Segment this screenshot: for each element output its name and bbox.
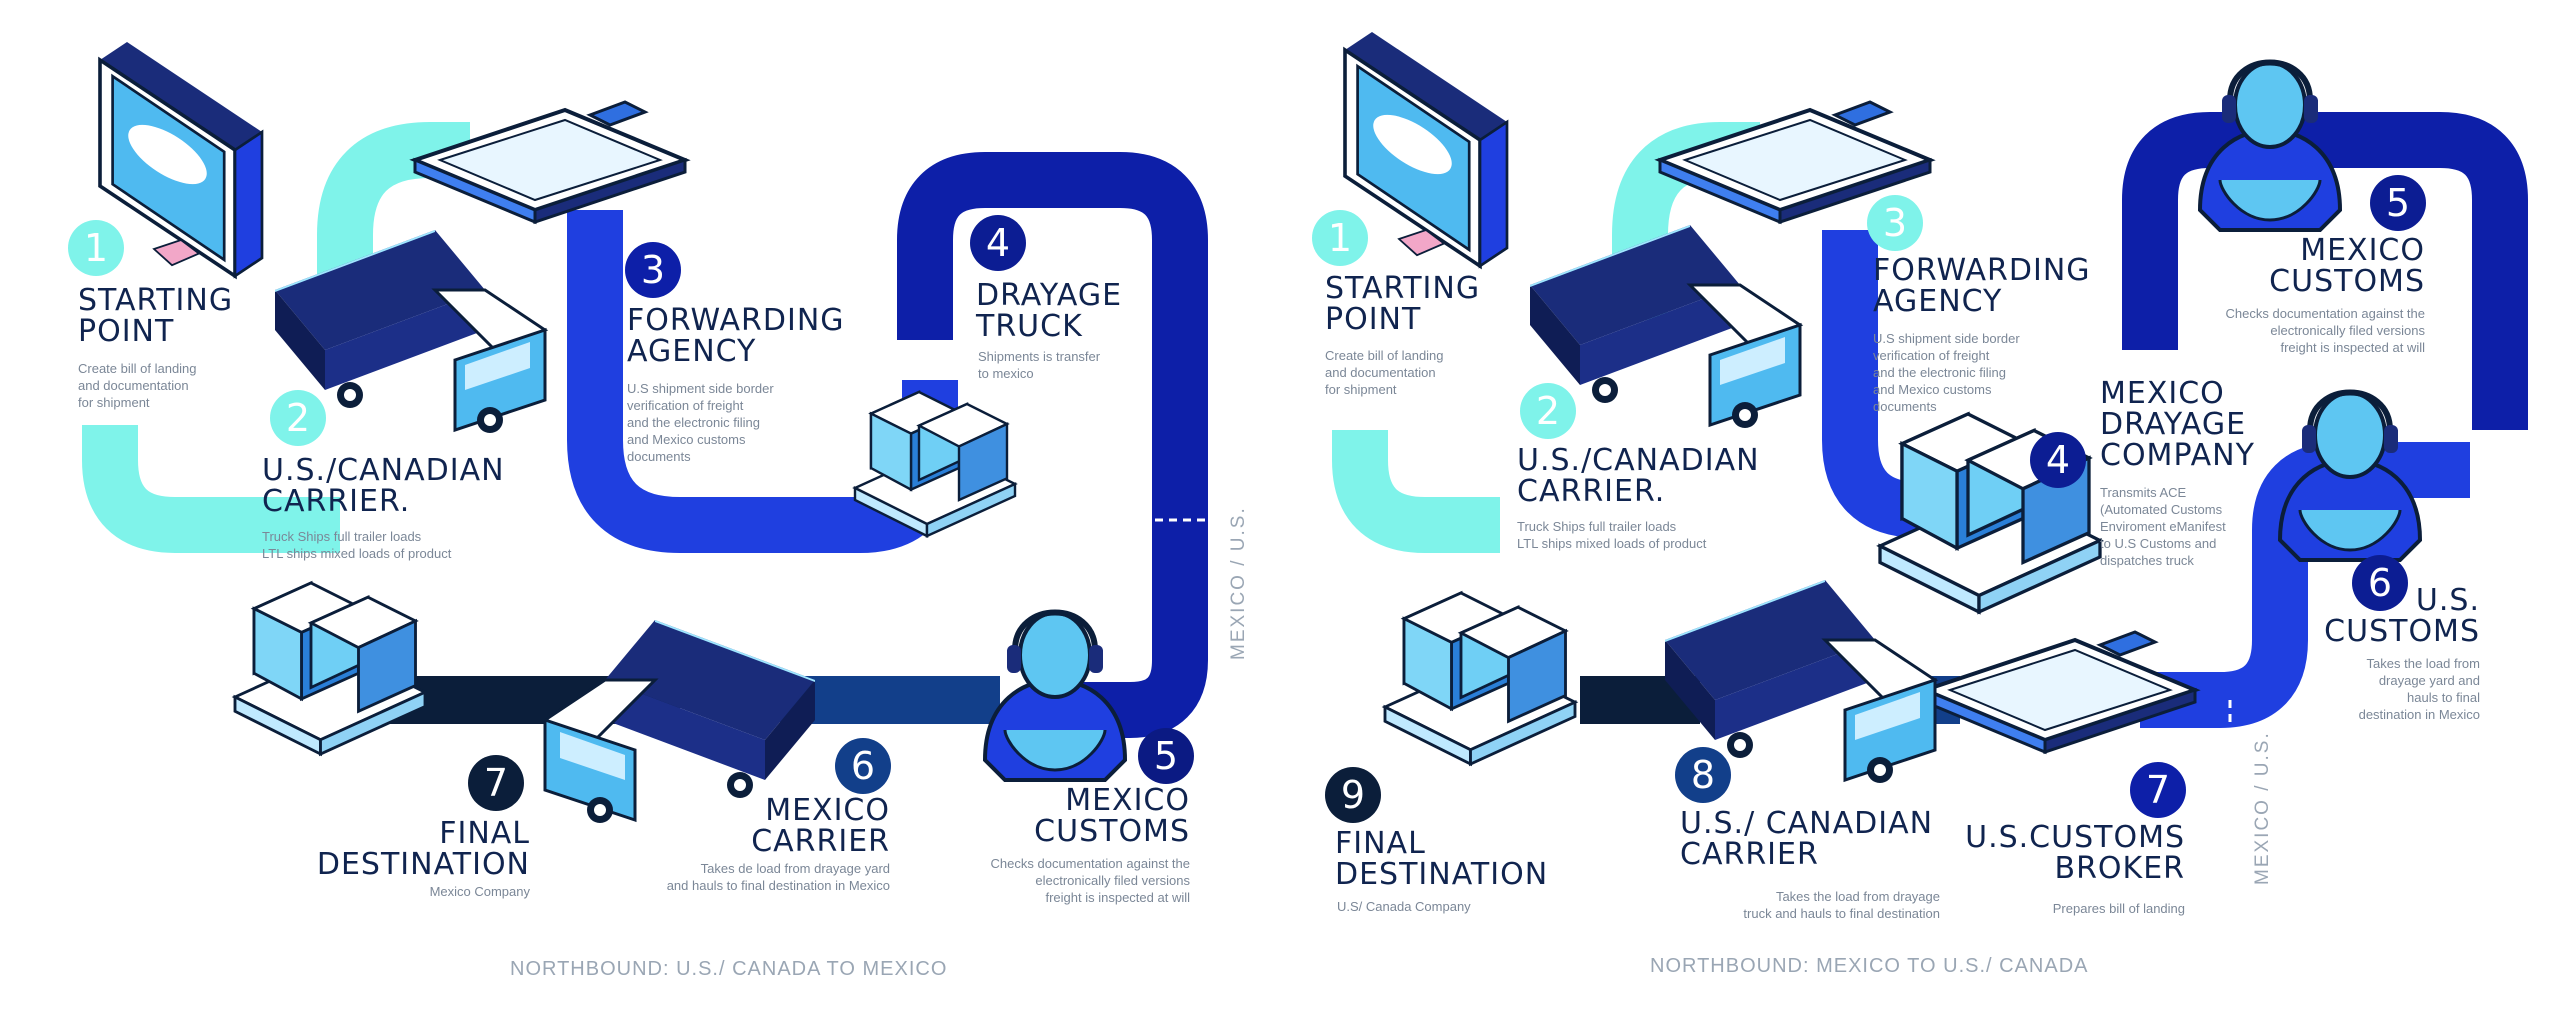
left-caption: NORTHBOUND: U.S./ CANADA TO MEXICO bbox=[510, 958, 948, 980]
left-monitor-icon bbox=[98, 40, 264, 278]
left-step-5-number: 5 bbox=[1138, 728, 1194, 784]
left-step-2-description: Truck Ships full trailer loads LTL ships… bbox=[262, 529, 452, 561]
left-step-6-description: Takes de load from drayage yard and haul… bbox=[666, 861, 890, 893]
right-step-8-description: Takes the load from drayage truck and ha… bbox=[1743, 889, 1940, 921]
left-step-3-number: 3 bbox=[625, 242, 681, 298]
right-step-2-description: Truck Ships full trailer loads LTL ships… bbox=[1517, 519, 1707, 551]
left-clipboard-icon bbox=[413, 100, 687, 224]
right-clipboard-icon-7 bbox=[1923, 630, 2197, 754]
right-step-9-title: FINAL DESTINATION bbox=[1335, 826, 1549, 892]
right-border-label: MEXICO / U.S. bbox=[2252, 731, 2273, 885]
right-caption: NORTHBOUND: MEXICO TO U.S./ CANADA bbox=[1650, 955, 2089, 977]
right-step-4-description: Transmits ACE (Automated Customs Envirom… bbox=[2100, 485, 2226, 568]
right-step-5-number: 5 bbox=[2370, 175, 2426, 231]
left-pallet-icon-7 bbox=[233, 581, 427, 756]
left-step-2-title: U.S./CANADIAN CARRIER. bbox=[262, 453, 505, 519]
left-step-4-description: Shipments is transfer to mexico bbox=[978, 349, 1101, 381]
left-step-6-number: 6 bbox=[835, 738, 891, 794]
right-step-6-description: Takes the load from drayage yard and hau… bbox=[2358, 656, 2480, 722]
left-step-6-title: MEXICO CARRIER bbox=[751, 793, 890, 859]
right-step-6-title: U.S. CUSTOMS bbox=[2324, 583, 2480, 649]
right-step-8-title: U.S./ CANADIAN CARRIER bbox=[1680, 806, 1934, 872]
left-step-7-description: Mexico Company bbox=[429, 884, 530, 899]
right-step-3-description: U.S shipment side border verification of… bbox=[1873, 331, 2020, 414]
left-step-3-title: FORWARDING AGENCY bbox=[627, 303, 845, 369]
right-step-3-number: 3 bbox=[1867, 195, 1923, 251]
right-step-1-title: STARTING POINT bbox=[1325, 271, 1481, 337]
right-step-9-description: U.S/ Canada Company bbox=[1337, 899, 1471, 914]
right-step-4-number: 4 bbox=[2030, 432, 2086, 488]
right-step-2-title: U.S./CANADIAN CARRIER. bbox=[1517, 443, 1760, 509]
left-step-4-number: 4 bbox=[970, 215, 1026, 271]
right-step-8-number: 8 bbox=[1675, 747, 1731, 803]
left-step-1-title: STARTING POINT bbox=[78, 283, 234, 349]
right-step-7-number: 7 bbox=[2130, 762, 2186, 818]
left-step-5-title: MEXICO CUSTOMS bbox=[1034, 783, 1190, 849]
left-step-4-title: DRAYAGE TRUCK bbox=[976, 278, 1123, 344]
right-step-6-number: 6 bbox=[2352, 555, 2408, 611]
left-step-2-number: 2 bbox=[270, 390, 326, 446]
right-step-4-title: MEXICO DRAYAGE COMPANY bbox=[2100, 376, 2255, 473]
left-step-7-title: FINAL DESTINATION bbox=[316, 816, 530, 882]
left-step-1-number: 1 bbox=[68, 220, 124, 276]
left-border-label: MEXICO / U.S. bbox=[1228, 506, 1249, 660]
right-step-2-number: 2 bbox=[1520, 383, 1576, 439]
right-step-5-title: MEXICO CUSTOMS bbox=[2269, 233, 2425, 299]
left-step-3-description: U.S shipment side border verification of… bbox=[627, 381, 774, 464]
left-step-5-description: Checks documentation against the electro… bbox=[990, 856, 1190, 905]
right-step-5-description: Checks documentation against the electro… bbox=[2225, 306, 2425, 355]
right-step-3-title: FORWARDING AGENCY bbox=[1873, 253, 2091, 319]
left-step-7-number: 7 bbox=[468, 755, 524, 811]
right-step-7-title: U.S.CUSTOMS BROKER bbox=[1965, 820, 2185, 886]
right-pallet-icon-9 bbox=[1383, 591, 1577, 766]
right-step-1-number: 1 bbox=[1312, 210, 1368, 266]
right-monitor-icon bbox=[1343, 30, 1509, 268]
left-step-1-description: Create bill of landing and documentation… bbox=[78, 361, 197, 410]
right-step-9-number: 9 bbox=[1325, 767, 1381, 823]
right-step-7-description: Prepares bill of landing bbox=[2052, 901, 2185, 916]
right-step-1-description: Create bill of landing and documentation… bbox=[1325, 348, 1444, 397]
